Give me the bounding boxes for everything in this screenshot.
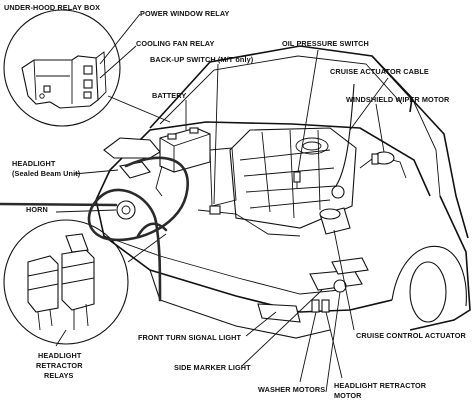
label-cooling-fan-relay: COOLING FAN RELAY xyxy=(136,39,214,48)
label-power-window-relay: POWER WINDOW RELAY xyxy=(140,9,230,18)
label-retractor-motor-2: MOTOR xyxy=(334,391,362,400)
label-under-hood-relay-box: UNDER-HOOD RELAY BOX xyxy=(4,3,100,12)
label-headlight: HEADLIGHT xyxy=(12,159,56,168)
label-backup-switch: BACK-UP SWITCH (M/T only) xyxy=(150,55,254,64)
marker-arrow xyxy=(0,202,118,207)
marker-hook xyxy=(136,222,168,238)
label-cruise-actuator-cable: CRUISE ACTUATOR CABLE xyxy=(330,67,429,76)
label-horn: HORN xyxy=(26,205,48,214)
label-battery: BATTERY xyxy=(152,91,186,100)
retractor-relay-inset xyxy=(3,219,167,347)
label-retractor-relays-3: RELAYS xyxy=(44,371,74,380)
label-side-marker: SIDE MARKER LIGHT xyxy=(174,363,251,372)
label-oil-pressure-switch: OIL PRESSURE SWITCH xyxy=(282,39,369,48)
label-retractor-relays-2: RETRACTOR xyxy=(36,361,83,370)
engine xyxy=(197,83,407,313)
car-body xyxy=(95,45,471,339)
label-headlight-sub: (Sealed Beam Unit) xyxy=(12,169,81,178)
leaders xyxy=(213,49,389,393)
label-front-turn-signal: FRONT TURN SIGNAL LIGHT xyxy=(138,333,242,342)
label-retractor-relays-1: HEADLIGHT xyxy=(38,351,82,360)
label-windshield-wiper-motor: WINDSHIELD WIPER MOTOR xyxy=(346,95,450,104)
label-retractor-motor-1: HEADLIGHT RETRACTOR xyxy=(334,381,427,390)
label-washer-motors: WASHER MOTORS xyxy=(258,385,325,394)
label-cruise-control-actuator: CRUISE CONTROL ACTUATOR xyxy=(356,331,466,340)
relay-box-inset xyxy=(3,9,171,127)
marker-loop xyxy=(87,156,189,302)
battery xyxy=(155,100,211,197)
